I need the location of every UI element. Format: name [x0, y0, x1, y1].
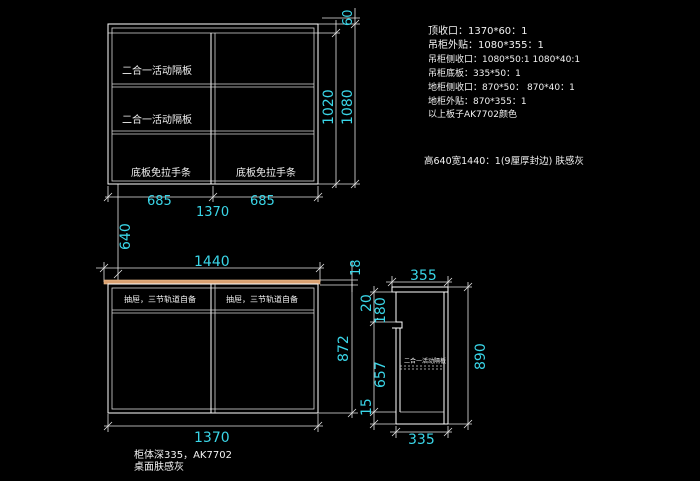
upper-bottom-label-right: 底板免拉手条 [236, 166, 296, 179]
note-panel: 高640宽1440：1(9厘厚封边) 肤感灰 [424, 155, 584, 167]
worktop-dim: 1440 [194, 254, 230, 270]
drawer-label-right: 抽屉，三节轨道自备 [226, 294, 298, 304]
note-line-6: 地柜外贴：870*355：1 [428, 95, 527, 107]
lower-cabinet-outline [107, 283, 319, 414]
lower-dim-height: 872 [336, 335, 352, 362]
note-line-2: 吊柜外贴：1080*355：1 [428, 38, 544, 51]
upper-dim-top: 60 [341, 9, 356, 26]
upper-cabinet-outline [107, 23, 319, 185]
note-line-3: 吊柜侧收口：1080*50:1 1080*40:1 [428, 53, 580, 65]
upper-cabinet: 二合一活动隔板 二合一活动隔板 底板免拉手条 底板免拉手条 685 685 13… [103, 8, 360, 220]
upper-dim-width: 1370 [196, 205, 229, 220]
side-dim-180: 180 [373, 297, 389, 324]
lower-cabinet-inner [111, 287, 315, 410]
side-dim-bottom: 335 [408, 432, 435, 448]
notes-block: 顶收口：1370*60：1 吊柜外贴：1080*355：1 吊柜侧收口：1080… [424, 24, 584, 167]
upper-cabinet-inner [111, 27, 315, 182]
note-line-4: 吊柜底板：335*50：1 [428, 67, 521, 79]
upper-shelf-label-2: 二合一活动隔板 [122, 113, 192, 126]
upper-shelf-label-1: 二合一活动隔板 [122, 64, 192, 77]
gap-dim: 640 [118, 223, 134, 250]
side-dim-890: 890 [473, 343, 489, 370]
middle-dimensions: 640 1440 18 [96, 184, 364, 292]
side-dim-20: 20 [359, 294, 375, 312]
side-dim-top: 355 [410, 268, 437, 284]
upper-dim-height-outer: 1080 [340, 89, 356, 125]
side-shelf-label: 二合一活动隔板 [404, 357, 446, 365]
worktop [103, 279, 321, 285]
upper-dim-right: 685 [250, 194, 275, 209]
upper-dim-left: 685 [147, 194, 172, 209]
upper-bottom-label-left: 底板免拉手条 [131, 166, 191, 179]
lower-caption-1: 柜体深335，AK7702 [134, 448, 232, 461]
note-line-1: 顶收口：1370*60：1 [428, 24, 528, 37]
side-dim-657: 657 [373, 361, 389, 388]
side-section: 355 二合一活动隔板 20 180 657 15 890 [359, 268, 489, 448]
note-line-5: 地柜侧收口：870*50： 870*40：1 [428, 81, 575, 93]
upper-dim-height-inner: 1020 [321, 89, 337, 125]
worktop-thickness-dim: 18 [349, 259, 364, 276]
lower-cabinet: 抽屉，三节轨道自备 抽屉，三节轨道自备 1370 872 柜体深335，AK77… [103, 279, 358, 473]
note-line-7: 以上板子AK7702颜色 [428, 108, 517, 120]
lower-caption-2: 桌面肤感灰 [134, 460, 184, 473]
side-dim-15: 15 [359, 398, 375, 416]
side-top-profile [392, 292, 403, 329]
lower-dim-width: 1370 [194, 430, 230, 446]
side-worktop [391, 286, 449, 293]
drawer-label-left: 抽屉，三节轨道自备 [124, 294, 196, 304]
